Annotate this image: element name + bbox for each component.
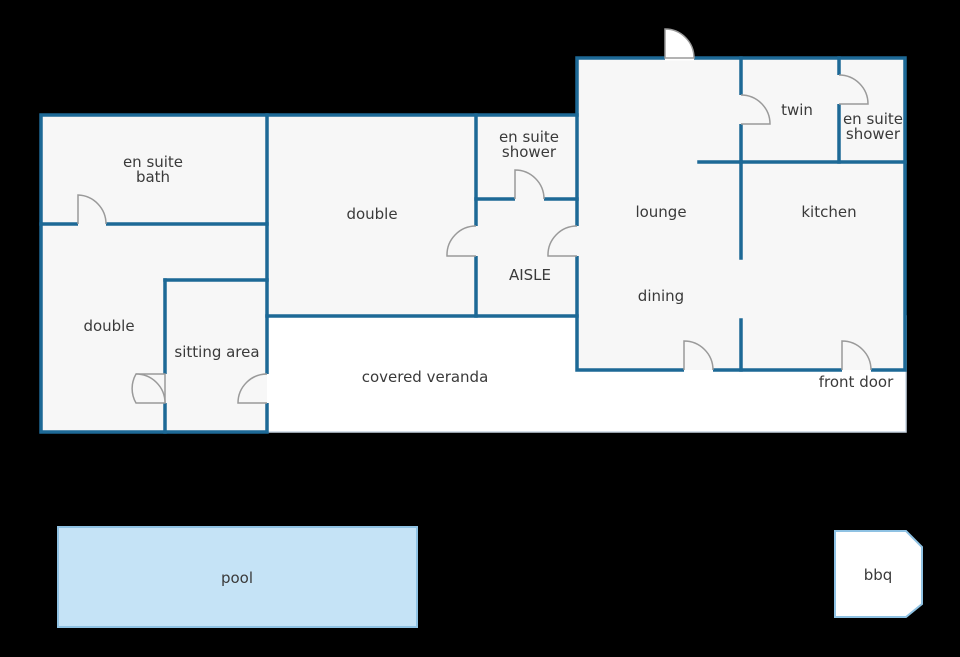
en-suite-bath-label-2: bath [136, 168, 170, 186]
left-wing-floor [41, 115, 267, 432]
en-suite-shower-center-label-1: en suite [499, 128, 559, 146]
en-suite-shower-right-label-1: en suite [843, 110, 903, 128]
kitchen-label: kitchen [801, 203, 856, 221]
lounge-label: lounge [635, 203, 686, 221]
covered-veranda-label: covered veranda [362, 368, 489, 386]
aisle-label: AISLE [509, 266, 551, 284]
double-center-label: double [346, 205, 397, 223]
dining-label: dining [638, 287, 684, 305]
en-suite-bath-label-1: en suite [123, 153, 183, 171]
bbq-label: bbq [864, 566, 893, 584]
center-wing-floor [267, 115, 577, 316]
bbq [834, 530, 923, 618]
door-swing-icon [77, 28, 872, 404]
walls [39, 56, 907, 434]
front-door-label: front door [819, 373, 894, 391]
sitting-area-label: sitting area [174, 343, 259, 361]
en-suite-shower-center-label-2: shower [502, 143, 557, 161]
en-suite-shower-right-label-2: shower [846, 125, 901, 143]
pool-label: pool [221, 569, 253, 587]
pool [57, 526, 418, 628]
double-left-label: double [83, 317, 134, 335]
twin-label: twin [781, 101, 813, 119]
